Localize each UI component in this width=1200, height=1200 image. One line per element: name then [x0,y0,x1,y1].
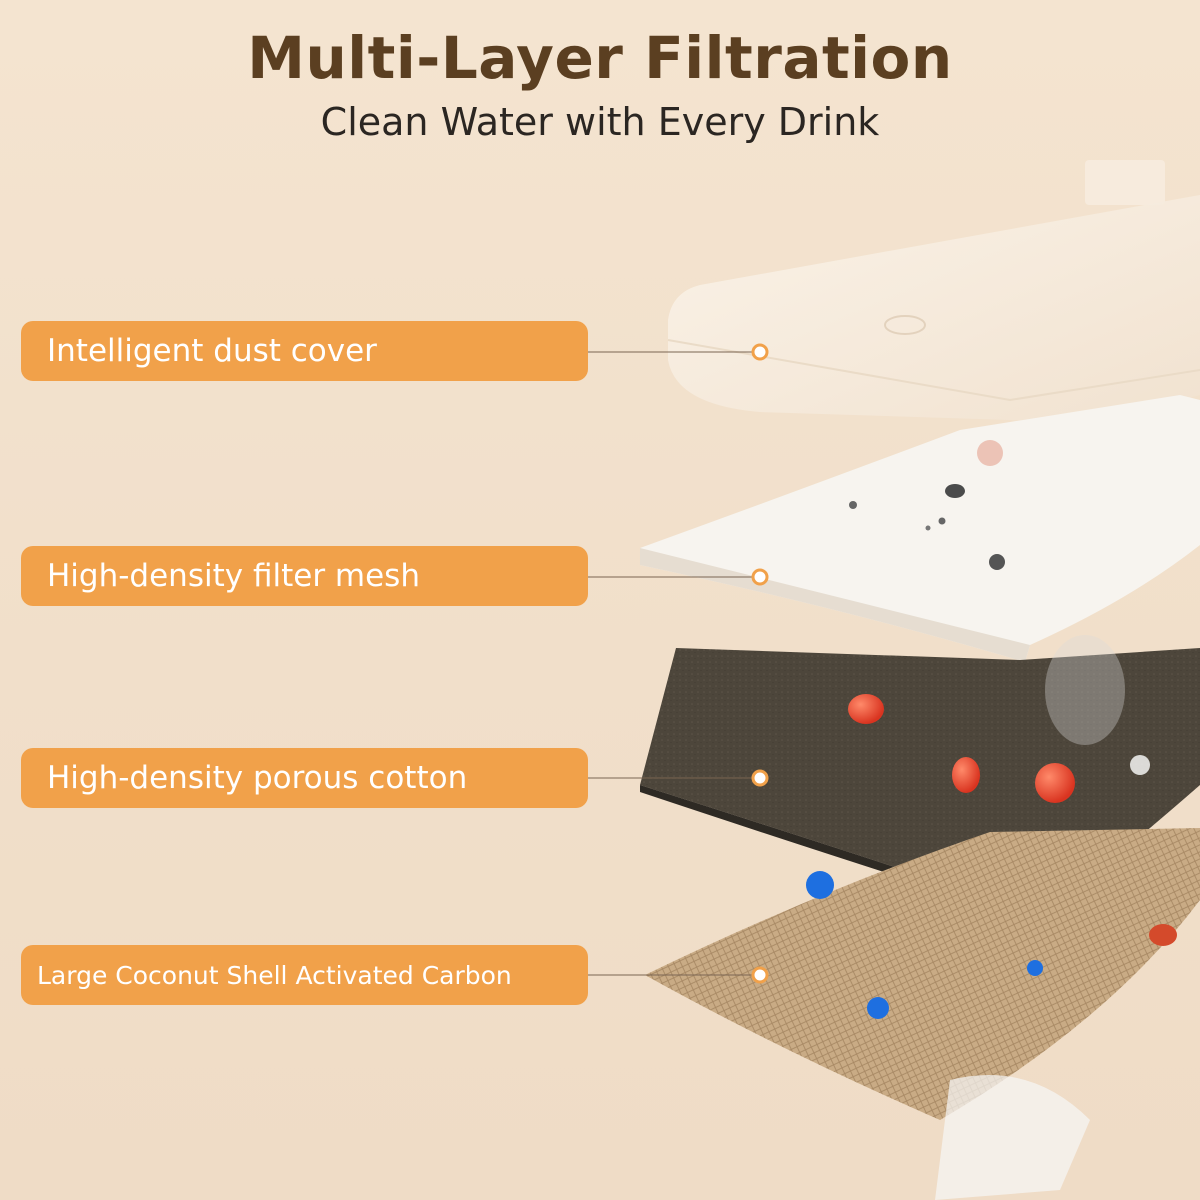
activated-carbon-layer [645,828,1200,1200]
layer-label-text: Intelligent dust cover [47,333,377,369]
layer-label-filter-mesh: High-density filter mesh [21,546,588,606]
dust-cover-layer [667,160,1200,425]
page-title: Multi-Layer Filtration [247,24,953,92]
connector-dots [751,343,769,984]
layer-label-porous-cotton: High-density porous cotton [21,748,588,808]
connector-lines [588,351,760,976]
page-subtitle: Clean Water with Every Drink [320,100,880,144]
carbon-particles [806,871,1043,1019]
layer-label-text: High-density porous cotton [47,760,468,796]
filter-mesh-layer [640,395,1200,662]
layer-label-dust-cover: Intelligent dust cover [21,321,588,381]
layer-label-text: High-density filter mesh [47,558,420,594]
layer-label-text: Large Coconut Shell Activated Carbon [37,960,512,990]
layer-label-activated-carbon: Large Coconut Shell Activated Carbon [21,945,588,1005]
